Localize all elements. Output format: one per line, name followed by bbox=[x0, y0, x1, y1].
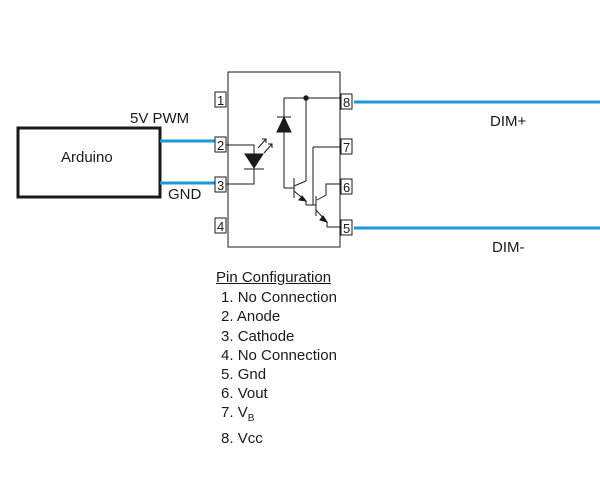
pin-config-name: Gnd bbox=[237, 366, 267, 384]
pin-config-number: 5. bbox=[221, 366, 234, 384]
pin-config-number: 1. bbox=[221, 289, 234, 307]
pin-config-number: 4. bbox=[221, 346, 234, 364]
pin-config-number: 7. bbox=[221, 404, 234, 422]
pin-config-subscript: B bbox=[247, 413, 255, 425]
pwm-label: 5V PWM bbox=[130, 110, 189, 127]
pin-configuration-title: Pin Configuration bbox=[216, 269, 332, 286]
pin-configuration: Pin Configuration 1. No Connection 2. An… bbox=[216, 268, 337, 448]
pin-config-item: 6. Vout bbox=[221, 384, 337, 403]
pin-1: 1 bbox=[214, 91, 227, 108]
pin-2: 2 bbox=[214, 136, 227, 153]
pin-2-number: 2 bbox=[217, 138, 224, 153]
pin-config-name: Vcc bbox=[237, 429, 263, 447]
pin-config-item: 4. No Connection bbox=[221, 346, 337, 365]
pin-config-number: 3. bbox=[221, 327, 234, 345]
pin-config-name: No Connection bbox=[237, 346, 337, 364]
pin-1-number: 1 bbox=[217, 93, 224, 108]
pin-config-item: 8. Vcc bbox=[221, 429, 337, 448]
light-arrows-icon bbox=[257, 138, 273, 154]
pin-config-name: Cathode bbox=[237, 327, 295, 345]
pin-7: 7 bbox=[340, 138, 353, 155]
arduino-label: Arduino bbox=[61, 149, 113, 166]
pin-3-number: 3 bbox=[217, 178, 224, 193]
pin-config-name: No Connection bbox=[237, 289, 337, 307]
pin-8-number: 8 bbox=[343, 95, 350, 110]
pin-4-number: 4 bbox=[217, 219, 224, 234]
pin-config-name: Vout bbox=[237, 385, 268, 403]
arduino-box bbox=[16, 126, 162, 199]
pin-5: 5 bbox=[340, 219, 353, 236]
dim-plus-label: DIM+ bbox=[490, 113, 526, 130]
pin-6-number: 6 bbox=[343, 180, 350, 195]
pin-configuration-list: 1. No Connection 2. Anode 3. Cathode 4. … bbox=[216, 288, 337, 448]
pin-config-name: Anode bbox=[236, 308, 281, 326]
pin-5-number: 5 bbox=[343, 221, 350, 236]
pin-config-item: 5. Gnd bbox=[221, 365, 337, 384]
pin-config-item: 2. Anode bbox=[221, 307, 337, 326]
gnd-label: GND bbox=[168, 186, 202, 203]
pin-config-item: 7. VB bbox=[221, 403, 337, 428]
pin-config-name: V bbox=[237, 404, 248, 422]
pin-config-item: 3. Cathode bbox=[221, 327, 337, 346]
phototransistor-output bbox=[276, 95, 341, 228]
dim-minus-label: DIM- bbox=[492, 239, 525, 256]
pin-config-item: 1. No Connection bbox=[221, 288, 337, 307]
pin-config-number: 8. bbox=[221, 429, 234, 447]
pin-3: 3 bbox=[214, 176, 227, 193]
pin-6: 6 bbox=[340, 178, 353, 195]
pin-config-number: 6. bbox=[221, 385, 234, 403]
pin-4: 4 bbox=[214, 217, 227, 234]
pin-config-number: 2. bbox=[221, 308, 234, 326]
pin-8: 8 bbox=[340, 93, 353, 110]
input-led bbox=[226, 144, 264, 185]
pin-7-number: 7 bbox=[343, 140, 350, 155]
